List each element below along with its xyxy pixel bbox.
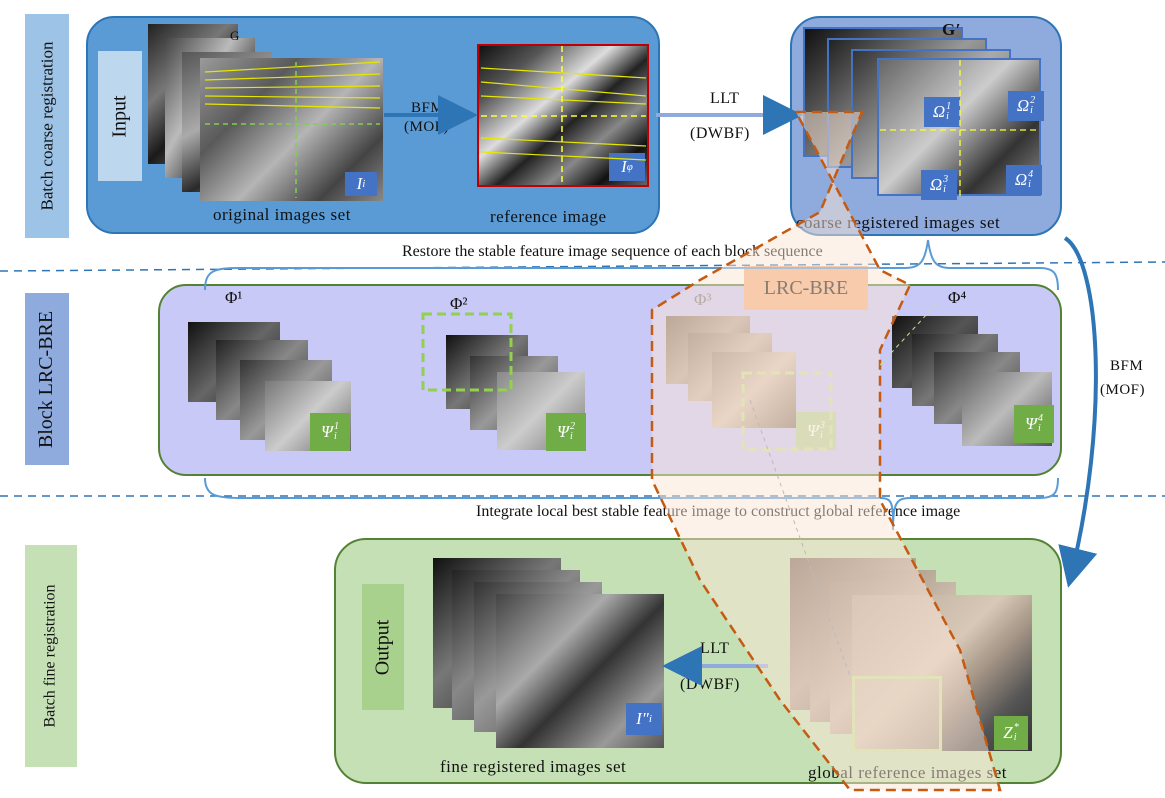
block2-selection-box — [421, 312, 513, 392]
g-small-label: G — [230, 28, 240, 43]
fine-images-label: fine registered images set — [440, 757, 627, 776]
lrc-bre-lens — [650, 110, 1002, 792]
phi-2-label: Φ² — [450, 294, 468, 313]
separator-top — [0, 261, 1165, 272]
side-label-block: Block LRC-BRE — [25, 293, 69, 465]
guide-line-2 — [749, 399, 851, 677]
side-label-coarse: Batch coarse registration — [25, 14, 69, 238]
original-images-label: original images set — [213, 205, 351, 224]
g-prime-label: G′ — [942, 20, 962, 39]
dwbf-label-1: (DWBF) — [690, 125, 750, 142]
reference-image-label: reference image — [490, 207, 607, 226]
side-label-fine: Batch fine registration — [25, 545, 77, 767]
mof-label-1: (MOF) — [404, 119, 450, 135]
badge-fine: I″i — [626, 703, 662, 735]
arrow-bfm-curve — [1058, 236, 1098, 588]
input-box: Input — [98, 51, 142, 181]
mof-label-2: (MOF) — [1100, 382, 1146, 398]
bfm-label-1: BFM — [411, 100, 445, 116]
output-box: Output — [362, 584, 404, 710]
badge-z: Z*i — [994, 716, 1028, 750]
restore-caption: Restore the stable feature image sequenc… — [402, 243, 823, 260]
guide-line-1 — [879, 299, 941, 366]
brace-bottom — [204, 477, 1059, 531]
llt-label-2: LLT — [700, 640, 730, 657]
phi-1-label: Φ¹ — [225, 288, 243, 307]
brace-top — [204, 239, 1059, 291]
feature-lines-original — [204, 61, 381, 109]
bfm-label-2: BFM — [1110, 358, 1144, 374]
llt-label-1: LLT — [710, 90, 740, 107]
phi-4-label: Φ⁴ — [948, 288, 967, 307]
feature-lines-reference — [480, 67, 647, 161]
